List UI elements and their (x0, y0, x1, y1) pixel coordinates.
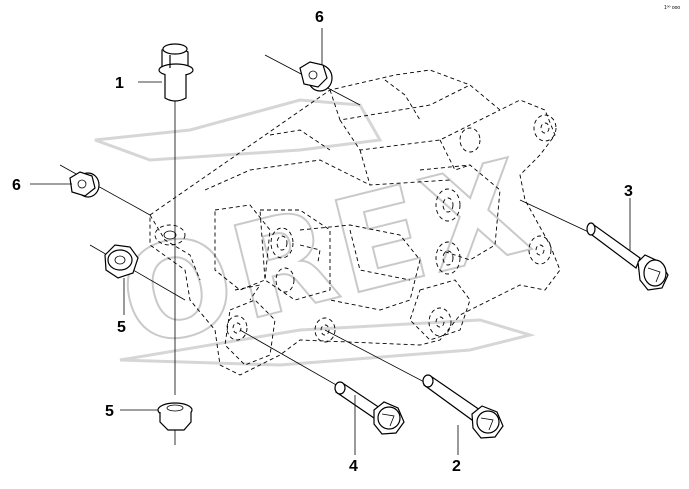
callout-6-top: 6 (315, 9, 324, 26)
part-6-washer-nut-top[interactable] (299, 61, 333, 92)
callout-5-left: 5 (117, 319, 126, 336)
callout-6-left: 6 (12, 177, 21, 194)
part-2-long-bolt[interactable] (422, 374, 504, 439)
callout-labels: 1 6 6 5 5 3 4 2 (12, 9, 633, 475)
part-4-long-bolt[interactable] (334, 381, 405, 435)
callout-2: 2 (452, 458, 461, 475)
callout-4: 4 (349, 458, 358, 475)
callout-1: 1 (115, 75, 124, 92)
watermark: OREX (94, 98, 547, 379)
part-5-flange-nut-left[interactable] (104, 244, 139, 279)
part-5-flange-nut-bottom[interactable] (157, 402, 193, 431)
part-6-washer-nut-left[interactable] (69, 171, 100, 198)
bracket-housing (149, 69, 561, 376)
corner-mark: 1ºº ooo (664, 5, 680, 11)
part-3-long-bolt[interactable] (586, 222, 669, 291)
callout-5-bottom: 5 (105, 403, 114, 420)
callout-3: 3 (624, 183, 633, 200)
callout-leaders (30, 28, 631, 455)
part-1-flange-bolt[interactable] (158, 43, 194, 102)
